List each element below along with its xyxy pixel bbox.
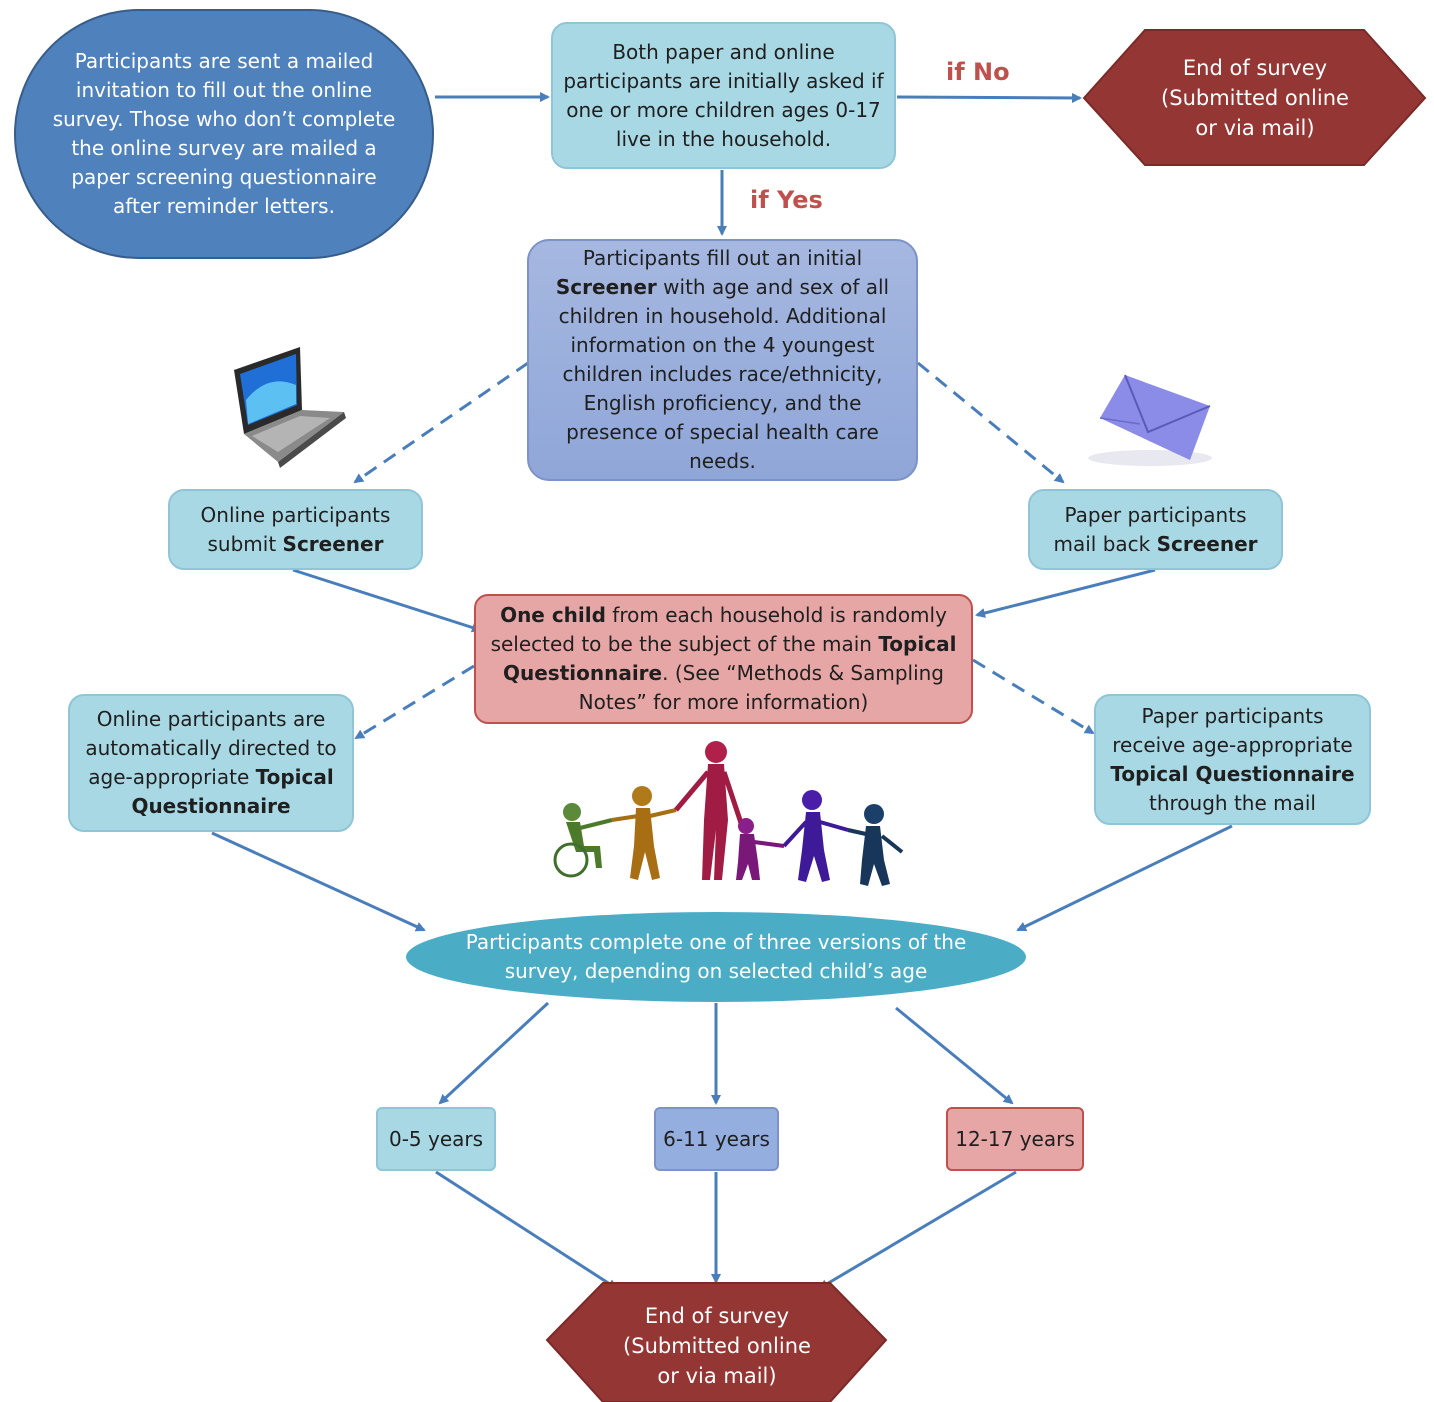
end-bottom-line2: (Submitted online: [623, 1334, 811, 1358]
branch-label-yes: if Yes: [750, 186, 823, 214]
arrow-age1-to-end: [435, 1170, 618, 1290]
end-top-line2: (Submitted online: [1161, 86, 1349, 110]
end-hexagon-top: [1082, 29, 1427, 166]
screener-text: Participants fill out an initial Screene…: [555, 246, 890, 473]
complete-survey-text: Participants complete one of three versi…: [465, 930, 967, 983]
online-submit-text: Online participants submit Screener: [200, 502, 391, 556]
start-text: Participants are sent a mailed invitatio…: [52, 49, 396, 218]
age-6-11-box: 6-11 years: [654, 1107, 779, 1171]
online-directed-box: Online participants are automatically di…: [68, 694, 354, 832]
age-0-5-label: 0-5 years: [388, 1126, 484, 1151]
laptop-icon: [234, 347, 346, 468]
arrow-screener-to-paper: [917, 361, 1065, 484]
end-top-line3: or via mail): [1195, 116, 1315, 140]
screener-box: Participants fill out an initial Screene…: [527, 239, 918, 481]
age-0-5-box: 0-5 years: [376, 1107, 496, 1171]
arrow-complete-to-age3: [895, 1006, 1014, 1105]
arrow-screener-to-online: [353, 361, 529, 484]
end-bottom-line3: or via mail): [657, 1364, 777, 1388]
arrow-paper-to-complete: [1016, 824, 1233, 932]
paper-submit-text: Paper participants mail back Screener: [1053, 502, 1258, 556]
end-of-survey-bottom: End of survey (Submitted online or via m…: [600, 1300, 834, 1392]
end-bottom-line1: End of survey: [644, 1304, 790, 1328]
one-child-box: One child from each household is randoml…: [474, 594, 973, 724]
end-hexagon-bottom: [545, 1282, 888, 1402]
paper-submit-box: Paper participants mail back Screener: [1028, 489, 1283, 570]
arrow-online-to-complete: [211, 831, 426, 932]
arrow-complete-to-age1: [438, 1001, 550, 1105]
start-box: Participants are sent a mailed invitatio…: [14, 9, 434, 259]
paper-receive-text: Paper participants receive age-appropria…: [1110, 703, 1355, 815]
household-question-text: Both paper and online participants are i…: [563, 39, 884, 151]
arrow-online-to-onechild: [292, 568, 482, 633]
complete-survey-ellipse: Participants complete one of three versi…: [406, 912, 1026, 1002]
one-child-text: One child from each household is randoml…: [490, 603, 957, 714]
online-submit-box: Online participants submit Screener: [168, 489, 423, 570]
online-directed-text: Online participants are automatically di…: [85, 707, 337, 818]
age-12-17-box: 12-17 years: [946, 1107, 1084, 1171]
family-figures-icon: [553, 741, 904, 886]
age-6-11-label: 6-11 years: [663, 1126, 770, 1151]
arrow-onechild-to-online: [354, 664, 475, 740]
envelope-icon: [1088, 374, 1212, 466]
arrow-question-to-end: [896, 92, 1082, 103]
arrow-paper-to-onechild: [975, 568, 1156, 618]
branch-label-no: if No: [946, 58, 1010, 86]
end-of-survey-top: End of survey (Submitted online or via m…: [1140, 52, 1370, 144]
end-top-line1: End of survey: [1182, 56, 1328, 80]
arrow-onechild-to-paper: [972, 658, 1095, 735]
arrow-age3-to-end: [818, 1170, 1017, 1290]
age-12-17-label: 12-17 years: [955, 1126, 1075, 1151]
household-question-box: Both paper and online participants are i…: [551, 22, 896, 169]
paper-receive-box: Paper participants receive age-appropria…: [1094, 694, 1371, 825]
